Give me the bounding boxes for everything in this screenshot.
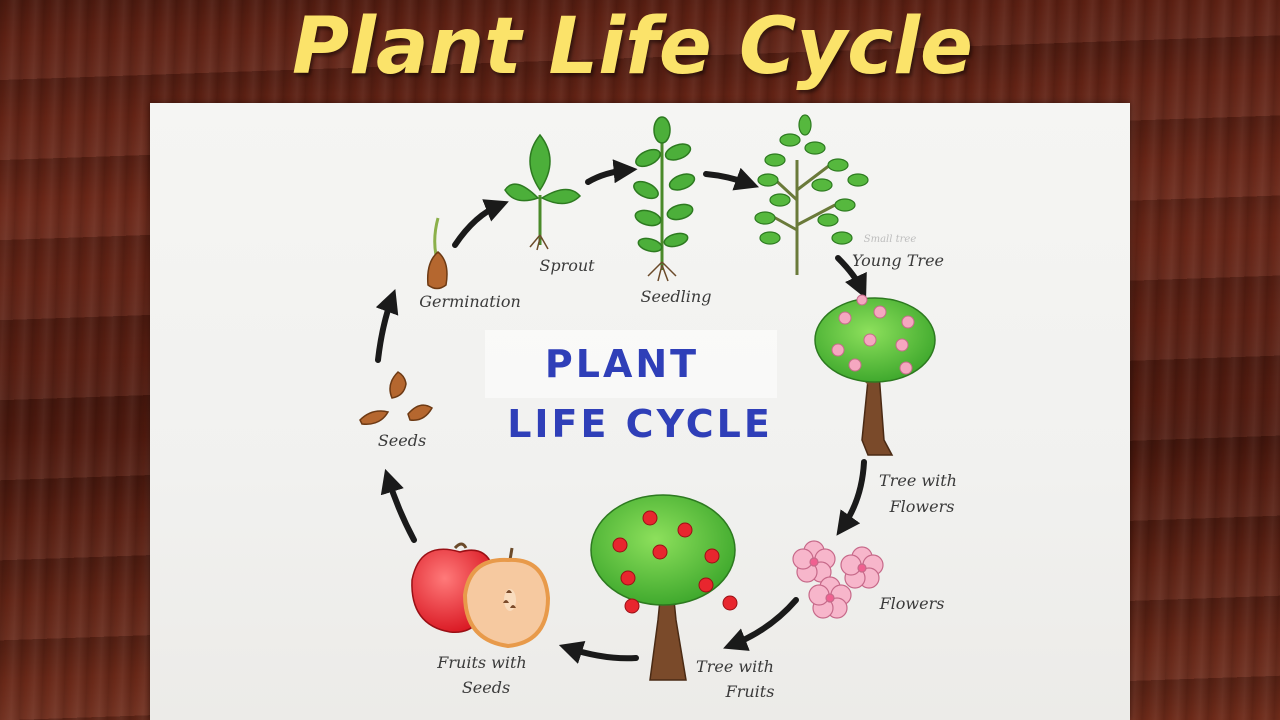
arrow-sprout-to-seedling [585,159,638,185]
arrow-flowers-to-fruittree [723,597,799,651]
arrow-fruits-to-seeds [380,468,417,543]
label-germination: Germination [419,292,521,311]
seeds-illustration [359,371,433,425]
arrow-germination-to-sprout [452,199,509,248]
paper-sheet [150,103,1130,720]
seedling-illustration [633,116,696,282]
center-title-line2: LIFE CYCLE [507,402,773,446]
arrow-seeds-to-germination [375,288,399,363]
fruits-with-seeds-illustration [411,542,551,649]
tree-with-flowers-illustration [814,294,936,456]
label-tree-with-fruits-line2: Fruits [725,682,775,701]
label-seedling: Seedling [641,287,712,306]
label-tree-with-flowers-line2: Flowers [889,497,955,516]
label-tree-with-flowers-line1: Tree with [879,471,957,490]
arrow-youngtree-to-tree [835,255,867,299]
flowers-illustration [792,540,884,619]
young-tree-illustration [754,114,869,275]
banner-title: Plant Life Cycle [292,2,973,92]
label-tree-with-fruits-line1: Tree with [696,657,774,676]
label-fruits-with-seeds-line1: Fruits with [436,653,526,672]
cycle-arrows [375,159,867,664]
sprout-illustration [504,133,582,251]
label-seeds: Seeds [378,431,426,450]
tree-with-fruits-illustration [590,494,738,681]
label-flowers: Flowers [879,594,945,613]
center-title-line1: PLANT [545,342,699,386]
arrow-seedling-to-youngtree [703,167,760,191]
label-young-tree: Young Tree [852,251,944,270]
arrow-tree-to-flowers [836,459,867,536]
label-fruits-with-seeds-line2: Seeds [462,678,510,697]
arrow-fruittree-to-fruits [558,641,639,664]
label-young-tree-note: Small tree [864,234,917,245]
label-sprout: Sprout [539,256,595,275]
germination-illustration [426,217,448,290]
center-label-backdrop [485,330,777,398]
